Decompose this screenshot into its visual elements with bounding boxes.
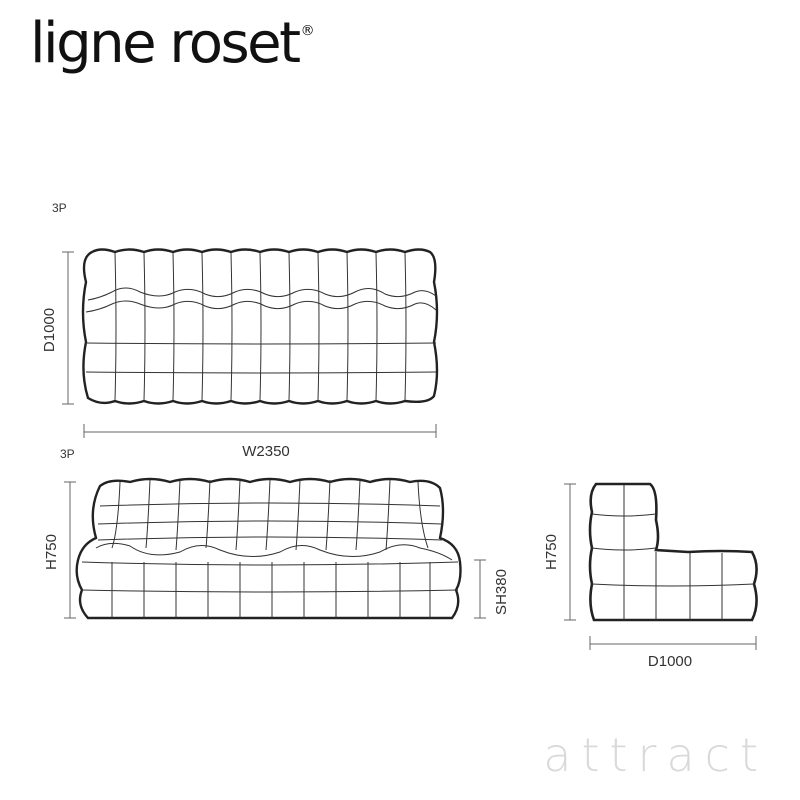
side-view: H750 D1000 (543, 482, 758, 670)
brand-logo: ligne roset® (30, 16, 315, 72)
front-view-outline (75, 477, 462, 620)
top-view-tufts (85, 252, 437, 401)
top-view-dimension-lines (62, 251, 437, 438)
front-view-seat-height-label: SH380 (493, 569, 510, 615)
top-view-outline (81, 248, 439, 405)
top-view-width-label: W2350 (242, 443, 290, 460)
side-view-tufts (591, 485, 755, 620)
side-view-height-label: H750 (543, 534, 560, 570)
brand-logo-text: ligne roset (30, 11, 301, 76)
registered-mark: ® (300, 23, 315, 39)
front-view-label: 3P (60, 447, 75, 461)
front-view-tufts (81, 479, 459, 618)
side-view-dimension-lines (564, 483, 757, 650)
watermark: attract (543, 728, 768, 782)
side-view-outline (588, 482, 758, 622)
side-view-depth-label: D1000 (648, 653, 692, 670)
front-view: 3P (43, 447, 510, 620)
front-view-dimension-lines (64, 481, 486, 619)
top-view-label: 3P (52, 201, 67, 215)
front-view-height-label: H750 (43, 534, 60, 570)
top-view-depth-label: D1000 (41, 308, 58, 352)
top-view: 3P D1000 W2350 (41, 201, 439, 460)
